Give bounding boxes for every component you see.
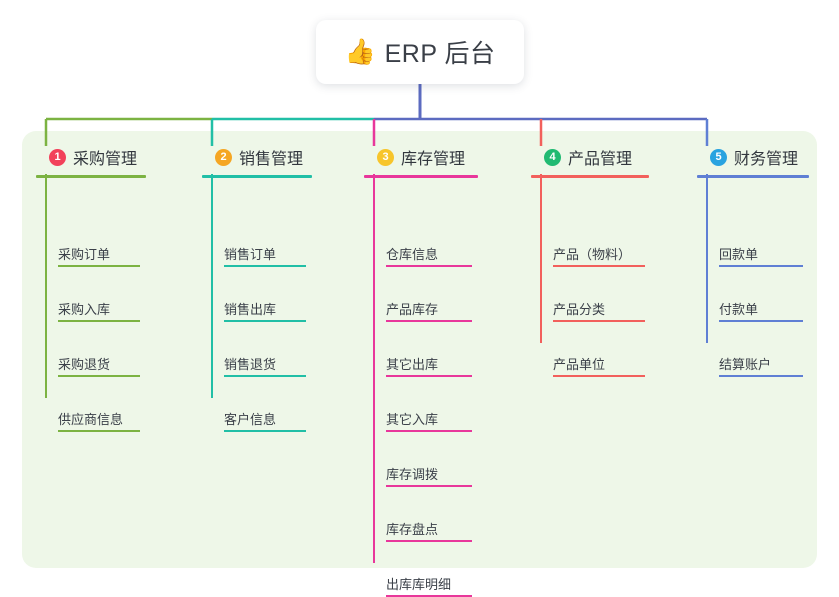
leaf-item-label: 付款单 [719, 302, 759, 317]
leaf-item[interactable]: 回款单 [719, 245, 803, 267]
branch-underline [364, 175, 478, 178]
branch-number-badge: 3 [377, 148, 394, 166]
branch-number-badge: 5 [710, 148, 727, 166]
leaf-item-underline [719, 265, 803, 267]
leaf-item[interactable]: 销售出库 [224, 300, 306, 322]
branch-underline [697, 175, 809, 178]
leaf-item-label: 结算账户 [719, 357, 772, 372]
leaf-item-underline [58, 320, 140, 322]
leaf-item[interactable]: 出库库明细 [386, 575, 472, 597]
leaf-item[interactable]: 仓库信息 [386, 245, 472, 267]
leaf-item[interactable]: 其它出库 [386, 355, 472, 377]
branch-title: 销售管理 [239, 151, 304, 168]
leaf-item[interactable]: 供应商信息 [58, 410, 140, 432]
branch-header-1[interactable]: 1 采购管理 [36, 144, 186, 170]
leaf-item-label: 客户信息 [224, 412, 277, 427]
leaf-item-underline [224, 265, 306, 267]
leaf-item-underline [386, 265, 472, 267]
branch-title: 产品管理 [568, 151, 633, 168]
leaf-item[interactable]: 其它入库 [386, 410, 472, 432]
leaf-item[interactable]: 采购退货 [58, 355, 140, 377]
leaf-item-label: 库存盘点 [386, 522, 439, 537]
leaf-item[interactable]: 产品（物料） [553, 245, 645, 267]
branch-underline [36, 175, 146, 178]
leaf-item-label: 采购入库 [58, 302, 111, 317]
branch-column-2: 2 销售管理销售订单销售出库销售退货客户信息 [202, 144, 352, 432]
leaf-item-underline [58, 265, 140, 267]
leaf-item[interactable]: 库存调拨 [386, 465, 472, 487]
leaf-item-underline [386, 320, 472, 322]
leaf-item[interactable]: 付款单 [719, 300, 803, 322]
branch-column-3: 3 库存管理仓库信息产品库存其它出库其它入库库存调拨库存盘点出库库明细 [364, 144, 519, 597]
leaf-item[interactable]: 产品分类 [553, 300, 645, 322]
leaf-item-label: 其它入库 [386, 412, 439, 427]
leaf-item-label: 其它出库 [386, 357, 439, 372]
branch-underline [531, 175, 649, 178]
leaf-item-underline [386, 485, 472, 487]
branch-column-1: 1 采购管理采购订单采购入库采购退货供应商信息 [36, 144, 186, 432]
leaf-item-underline [386, 375, 472, 377]
branch-number-badge: 1 [49, 148, 66, 166]
leaf-item-label: 产品单位 [553, 357, 606, 372]
leaf-item[interactable]: 库存盘点 [386, 520, 472, 542]
root-node-card[interactable]: 👍 ERP 后台 [316, 20, 524, 84]
leaf-item-label: 产品库存 [386, 302, 439, 317]
leaf-item-underline [58, 430, 140, 432]
leaf-item-underline [224, 430, 306, 432]
leaf-item-label: 销售退货 [224, 357, 277, 372]
leaf-item-label: 出库库明细 [386, 577, 452, 592]
branch-title: 采购管理 [73, 151, 138, 168]
leaf-item[interactable]: 客户信息 [224, 410, 306, 432]
branch-header-4[interactable]: 4 产品管理 [531, 144, 696, 170]
leaf-item-underline [224, 320, 306, 322]
root-node-content: 👍 ERP 后台 [344, 34, 495, 70]
leaf-item-label: 回款单 [719, 247, 759, 262]
leaf-item-underline [386, 430, 472, 432]
branch-column-5: 5 财务管理回款单付款单结算账户 [697, 144, 839, 377]
branch-title: 库存管理 [401, 151, 466, 168]
leaf-item-underline [224, 375, 306, 377]
content-panel [22, 131, 817, 568]
branch-header-3[interactable]: 3 库存管理 [364, 144, 519, 170]
root-node-title: ERP 后台 [384, 40, 496, 68]
leaf-item-label: 销售订单 [224, 247, 277, 262]
branch-number-badge: 2 [215, 148, 232, 166]
branch-title: 财务管理 [734, 151, 799, 168]
leaf-item-underline [553, 265, 645, 267]
leaf-item[interactable]: 销售退货 [224, 355, 306, 377]
leaf-item-label: 仓库信息 [386, 247, 439, 262]
branch-number-badge: 4 [544, 148, 561, 166]
leaf-item-label: 销售出库 [224, 302, 277, 317]
leaf-item[interactable]: 采购入库 [58, 300, 140, 322]
branch-underline [202, 175, 312, 178]
leaf-item-underline [719, 375, 803, 377]
leaf-item[interactable]: 销售订单 [224, 245, 306, 267]
leaf-item-label: 产品分类 [553, 302, 606, 317]
leaf-item-label: 采购订单 [58, 247, 111, 262]
branch-header-2[interactable]: 2 销售管理 [202, 144, 352, 170]
leaf-item-label: 采购退货 [58, 357, 111, 372]
leaf-item-label: 供应商信息 [58, 412, 124, 427]
leaf-item[interactable]: 产品库存 [386, 300, 472, 322]
leaf-item-underline [386, 540, 472, 542]
leaf-item[interactable]: 结算账户 [719, 355, 803, 377]
leaf-item-underline [553, 320, 645, 322]
branch-column-4: 4 产品管理产品（物料） 产品分类产品单位 [531, 144, 696, 377]
leaf-item-underline [58, 375, 140, 377]
thumbs-up-icon: 👍 [344, 37, 376, 66]
leaf-item-underline [719, 320, 803, 322]
leaf-item-label: 产品（物料） [553, 247, 632, 262]
leaf-item-underline [553, 375, 645, 377]
branch-header-5[interactable]: 5 财务管理 [697, 144, 839, 170]
leaf-item[interactable]: 产品单位 [553, 355, 645, 377]
leaf-item-label: 库存调拨 [386, 467, 439, 482]
leaf-item[interactable]: 采购订单 [58, 245, 140, 267]
